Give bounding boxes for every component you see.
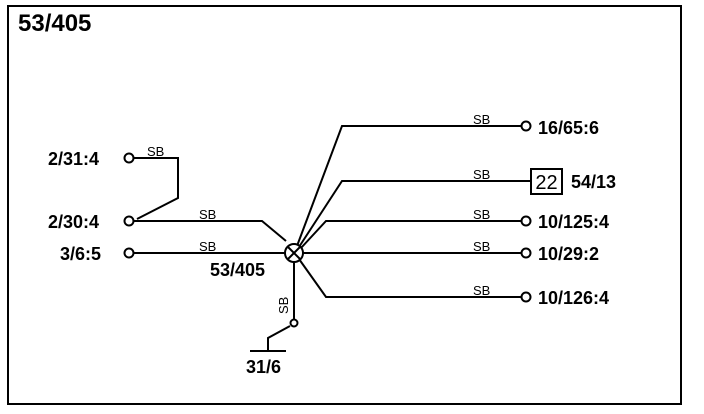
terminal-10-29-2 (520, 247, 532, 259)
connector-label-10-29-2: 10/29:2 (538, 244, 599, 264)
wire-color-label: SB (473, 207, 490, 222)
splice-label: 53/405 (210, 260, 265, 280)
wire-color-label: SB (276, 297, 291, 314)
terminal-10-126-4 (520, 291, 532, 303)
terminal-2-30-4 (123, 215, 135, 227)
wire-2-30-4 (134, 220, 287, 242)
splice-symbol (284, 243, 304, 263)
connector-label-ground: 31/6 (246, 357, 281, 377)
connector-label-16-65-6: 16/65:6 (538, 118, 599, 138)
terminal-2-31-4 (123, 152, 135, 164)
wire-16-65-6 (296, 125, 521, 247)
wire-color-label: SB (473, 283, 490, 298)
wire-bridge-2-31-4 (133, 157, 179, 220)
wire-54-13 (298, 180, 531, 248)
wire-color-label: SB (147, 144, 164, 159)
component-box-number: 22 (535, 172, 557, 194)
wires (133, 125, 531, 352)
wire-10-125-4 (300, 220, 521, 249)
wire-color-label: SB (199, 239, 216, 254)
wire-color-label: SB (199, 207, 216, 222)
connector-label-54-13: 54/13 (571, 172, 616, 192)
connector-label-10-125-4: 10/125:4 (538, 212, 609, 232)
connector-label-3-6-5: 3/6:5 (60, 244, 101, 264)
diagram-frame (7, 5, 682, 405)
component-box (530, 168, 563, 195)
wire-color-label: SB (473, 239, 490, 254)
wire-color-label: SB (473, 112, 490, 127)
terminal-10-125-4 (520, 215, 532, 227)
ground-link (267, 325, 291, 351)
terminal-3-6-5 (123, 247, 135, 259)
terminal-16-65-6 (520, 120, 532, 132)
wire-color-label: SB (473, 167, 490, 182)
connector-label-2-30-4: 2/30:4 (48, 212, 99, 232)
diagram-title: 53/405 (18, 10, 91, 37)
connector-label-2-31-4: 2/31:4 (48, 149, 99, 169)
terminal-ground (289, 318, 299, 328)
connector-label-10-126-4: 10/126:4 (538, 288, 609, 308)
wire-10-126-4 (298, 258, 521, 298)
terminals (123, 120, 532, 328)
